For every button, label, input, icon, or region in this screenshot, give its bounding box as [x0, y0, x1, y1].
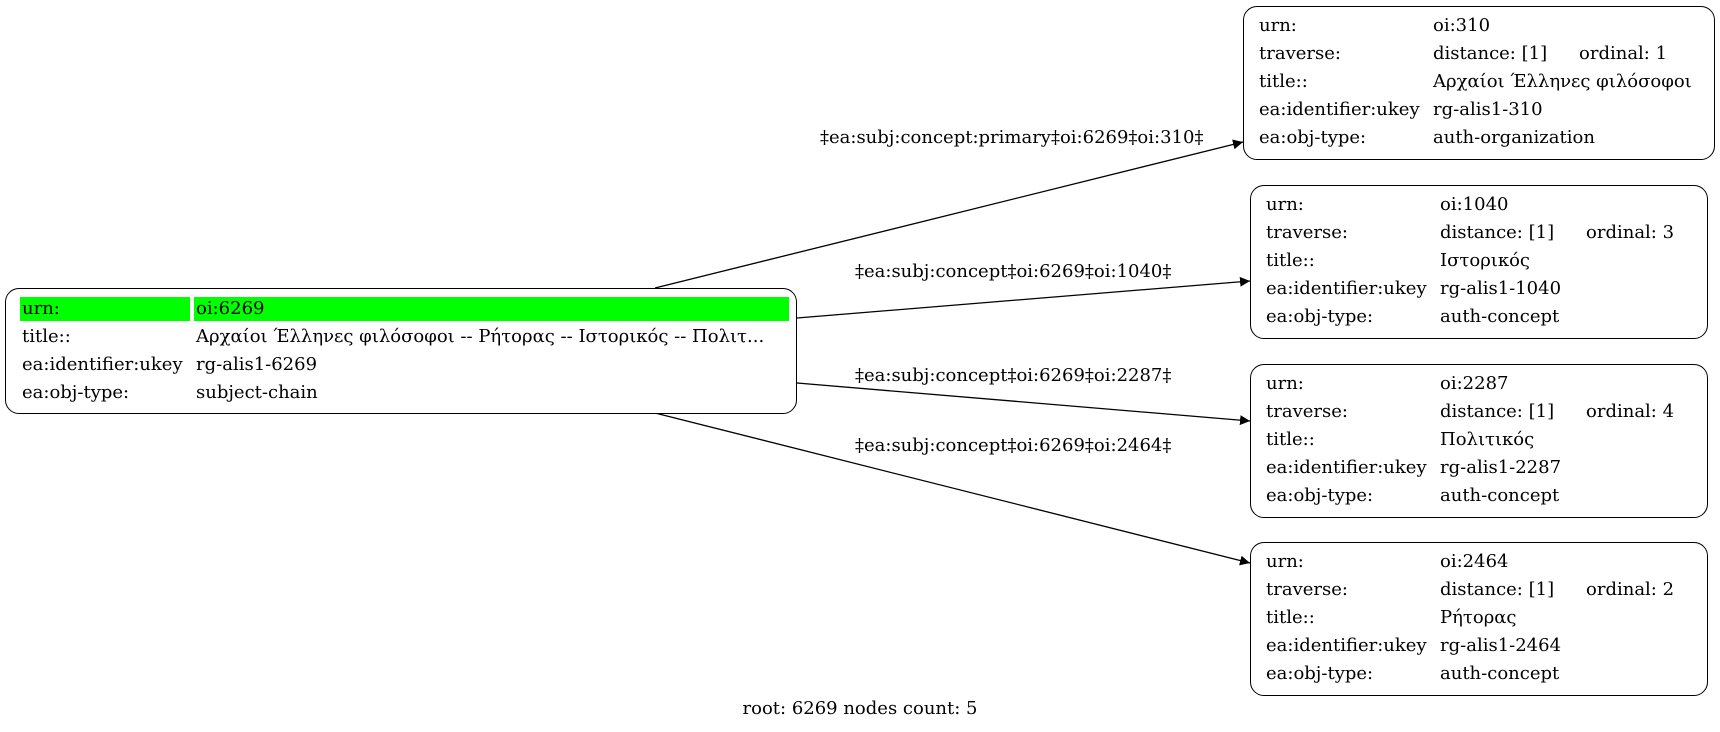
edge-line-310: [654, 139, 1244, 289]
title-value: Πολιτικός: [1440, 429, 1535, 450]
traverse-key: traverse:: [1266, 579, 1348, 600]
root-urn-key: urn:: [22, 298, 60, 319]
urn-key: urn:: [1266, 194, 1304, 215]
edge-line-2287: [796, 382, 1251, 426]
distance-value: distance: [1]: [1440, 401, 1555, 422]
ukey-key: ea:identifier:ukey: [1266, 635, 1427, 656]
root-ukey-value: rg-alis1-6269: [196, 354, 318, 375]
child-node-1040[interactable]: urn: oi:1040 traverse: distance: [1] ordina…: [1250, 185, 1708, 339]
ordinal-value: ordinal: 3: [1586, 222, 1675, 243]
graph-footer: root: 6269 nodes count: 5: [742, 698, 978, 719]
root-title-key: title::: [22, 326, 71, 347]
ukey-value: rg-alis1-2464: [1440, 635, 1562, 656]
title-key: title::: [1266, 607, 1315, 628]
distance-value: distance: [1]: [1433, 43, 1548, 64]
root-type-key: ea:obj-type:: [22, 382, 130, 403]
type-key: ea:obj-type:: [1259, 127, 1367, 148]
urn-value: oi:310: [1433, 15, 1491, 36]
edge-label-1040: ‡ea:subj:concept‡oi:6269‡oi:1040‡: [855, 261, 1172, 282]
edge-label-310: ‡ea:subj:concept:primary‡oi:6269‡oi:310‡: [820, 127, 1204, 148]
ukey-value: rg-alis1-1040: [1440, 278, 1562, 299]
ukey-value: rg-alis1-310: [1433, 99, 1543, 120]
ukey-key: ea:identifier:ukey: [1266, 278, 1427, 299]
title-value: Ρήτορας: [1440, 607, 1517, 628]
urn-value: oi:2464: [1440, 551, 1509, 572]
title-key: title::: [1266, 250, 1315, 271]
child-node-2464[interactable]: urn: oi:2464 traverse: distance: [1] ordina…: [1250, 542, 1708, 696]
ukey-value: rg-alis1-2287: [1440, 457, 1562, 478]
child-node-310[interactable]: urn: oi:310 traverse: distance: [1] ordinal…: [1243, 6, 1715, 160]
ordinal-value: ordinal: 4: [1586, 401, 1675, 422]
traverse-key: traverse:: [1266, 222, 1348, 243]
edge-label-2287: ‡ea:subj:concept‡oi:6269‡oi:2287‡: [855, 365, 1172, 386]
type-value: auth-concept: [1440, 306, 1560, 327]
urn-key: urn:: [1259, 15, 1297, 36]
root-urn-value: oi:6269: [196, 298, 265, 319]
title-value: Ιστορικός: [1440, 250, 1530, 271]
root-title-value: Αρχαίοι Έλληνες φιλόσοφοι -- Ρήτορας -- …: [196, 326, 765, 347]
traverse-key: traverse:: [1266, 401, 1348, 422]
ordinal-value: ordinal: 1: [1579, 43, 1668, 64]
distance-value: distance: [1]: [1440, 222, 1555, 243]
traverse-key: traverse:: [1259, 43, 1341, 64]
child-node-2287[interactable]: urn: oi:2287 traverse: distance: [1] ordina…: [1250, 364, 1708, 518]
distance-value: distance: [1]: [1440, 579, 1555, 600]
ordinal-value: ordinal: 2: [1586, 579, 1675, 600]
type-value: auth-concept: [1440, 485, 1560, 506]
urn-value: oi:2287: [1440, 373, 1509, 394]
edge-line-2464: [654, 412, 1251, 566]
title-key: title::: [1266, 429, 1315, 450]
root-urn-value-highlight: [194, 297, 789, 321]
type-key: ea:obj-type:: [1266, 485, 1374, 506]
root-type-value: subject-chain: [196, 382, 318, 403]
root-ukey-key: ea:identifier:ukey: [22, 354, 183, 375]
edge-label-2464: ‡ea:subj:concept‡oi:6269‡oi:2464‡: [855, 435, 1172, 456]
urn-key: urn:: [1266, 551, 1304, 572]
urn-key: urn:: [1266, 373, 1304, 394]
edge-line-1040: [796, 276, 1251, 319]
urn-value: oi:1040: [1440, 194, 1509, 215]
root-node[interactable]: urn: oi:6269 title:: Αρχαίοι Έλληνες φιλ…: [5, 288, 797, 414]
type-value: auth-organization: [1433, 127, 1595, 148]
type-key: ea:obj-type:: [1266, 306, 1374, 327]
title-value: Αρχαίοι Έλληνες φιλόσοφοι: [1433, 71, 1692, 92]
title-key: title::: [1259, 71, 1308, 92]
ukey-key: ea:identifier:ukey: [1266, 457, 1427, 478]
type-key: ea:obj-type:: [1266, 663, 1374, 684]
root-urn-key-highlight: [20, 297, 190, 321]
ukey-key: ea:identifier:ukey: [1259, 99, 1420, 120]
type-value: auth-concept: [1440, 663, 1560, 684]
